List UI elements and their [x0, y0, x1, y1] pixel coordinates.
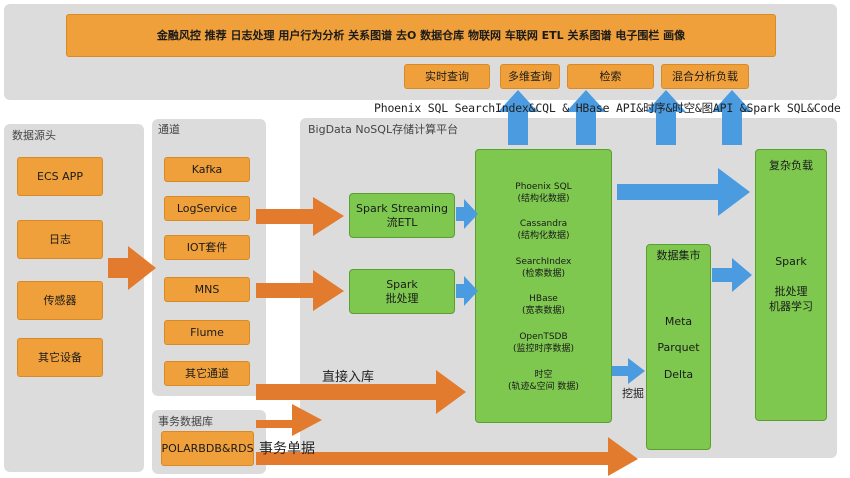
- channel-label: IOT套件: [186, 240, 228, 254]
- complex-title: 复杂负载: [769, 159, 813, 172]
- channel-label: Kafka: [191, 162, 223, 176]
- direct-ingest-label: 直接入库: [322, 370, 375, 385]
- arrow-direct-ingest: [256, 370, 466, 414]
- channel-iot: IOT套件: [164, 235, 250, 260]
- data-mart-box: 数据集市 Meta Parquet Delta: [646, 244, 711, 450]
- arrow-transactional-docs: [256, 437, 638, 476]
- query-label: 实时查询: [425, 69, 469, 83]
- store-phoenix: Phoenix SQL (结构化数据): [515, 182, 572, 204]
- data-mart-title: 数据集市: [656, 249, 701, 262]
- query-search: 检索: [567, 64, 654, 89]
- query-label: 检索: [599, 69, 622, 83]
- transactional-docs-label: 事务单据: [259, 441, 315, 457]
- channel-other: 其它通道: [164, 361, 250, 386]
- transactional-db: POLARBDB&RDS: [161, 431, 254, 466]
- mining-label: 挖掘: [622, 387, 644, 400]
- scenario-banner: 金融风控 推荐 日志处理 用户行为分析 关系图谱 去O 数据仓库 物联网 车联网…: [66, 14, 776, 57]
- source-other: 其它设备: [17, 338, 103, 377]
- spark-streaming-label: Spark Streaming 流ETL: [356, 201, 448, 229]
- source-sensor: 传感器: [17, 281, 103, 320]
- store-opentsdb: OpenTSDB (监控时序数据): [512, 332, 575, 354]
- channel-logservice: LogService: [164, 196, 250, 221]
- complex-spark: Spark: [775, 255, 807, 268]
- channel-label: 其它通道: [185, 366, 229, 380]
- arrow-up-realtime: [498, 90, 538, 145]
- arrow-channels-to-streaming: [256, 197, 344, 236]
- store-cassandra: Cassandra (结构化数据): [517, 219, 570, 241]
- arrow-mart-to-complex: [712, 258, 752, 292]
- query-label: 多维查询: [508, 69, 552, 83]
- arrow-channels-to-batch: [256, 270, 344, 311]
- channel-label: MNS: [194, 282, 220, 296]
- storage-box: Phoenix SQL (结构化数据) Cassandra (结构化数据) Se…: [475, 149, 612, 423]
- spark-streaming-box: Spark Streaming 流ETL: [349, 193, 455, 238]
- store-hbase: HBase (宽表数据): [521, 294, 566, 316]
- channels-title: 通道: [158, 123, 180, 136]
- arrow-store-to-mart: [612, 358, 645, 384]
- arrow-up-multidim: [566, 90, 606, 145]
- source-ecs-app: ECS APP: [17, 157, 103, 196]
- scenario-text: 金融风控 推荐 日志处理 用户行为分析 关系图谱 去O 数据仓库 物联网 车联网…: [156, 28, 686, 42]
- store-spatiotemporal: 时空 (轨迹&空间 数据): [508, 370, 579, 392]
- query-realtime: 实时查询: [404, 64, 490, 89]
- sources-title: 数据源头: [12, 129, 56, 142]
- platform-title: BigData NoSQL存储计算平台: [308, 123, 459, 136]
- mart-parquet: Parquet: [657, 341, 700, 354]
- source-label: ECS APP: [37, 169, 83, 183]
- source-log: 日志: [17, 220, 103, 259]
- channel-mns: MNS: [164, 277, 250, 302]
- arrow-batch-to-store: [456, 276, 478, 306]
- channel-label: Flume: [190, 325, 224, 339]
- query-multidim: 多维查询: [500, 64, 560, 89]
- source-label: 其它设备: [38, 350, 82, 364]
- arrow-up-hybrid: [712, 90, 752, 145]
- mart-meta: Meta: [664, 315, 693, 328]
- source-label: 传感器: [43, 293, 77, 307]
- arrow-store-to-complex: [617, 168, 750, 216]
- arrow-streaming-to-store: [456, 199, 478, 229]
- arrow-up-search: [646, 90, 686, 145]
- spark-batch-box: Spark 批处理: [349, 269, 455, 314]
- store-searchindex: SearchIndex (检索数据): [515, 257, 572, 279]
- api-line: Phoenix SQL SearchIndex&CQL & HBase API&…: [374, 101, 841, 115]
- query-label: 混合分析负载: [672, 69, 738, 83]
- arrow-sources-to-channels: [108, 246, 156, 290]
- channel-kafka: Kafka: [164, 157, 250, 182]
- query-hybrid: 混合分析负载: [661, 64, 749, 89]
- transactional-label: POLARBDB&RDS: [161, 441, 254, 455]
- spark-batch-label: Spark 批处理: [385, 277, 419, 305]
- mart-delta: Delta: [663, 368, 694, 381]
- channel-label: LogService: [176, 201, 238, 215]
- channel-flume: Flume: [164, 320, 250, 345]
- complex-load-box: 复杂负载 Spark 批处理 机器学习: [755, 149, 827, 421]
- complex-ml: 批处理 机器学习: [769, 285, 813, 313]
- source-label: 日志: [49, 232, 71, 246]
- transactional-title: 事务数据库: [158, 415, 213, 428]
- arrow-transactional-up: [256, 404, 322, 436]
